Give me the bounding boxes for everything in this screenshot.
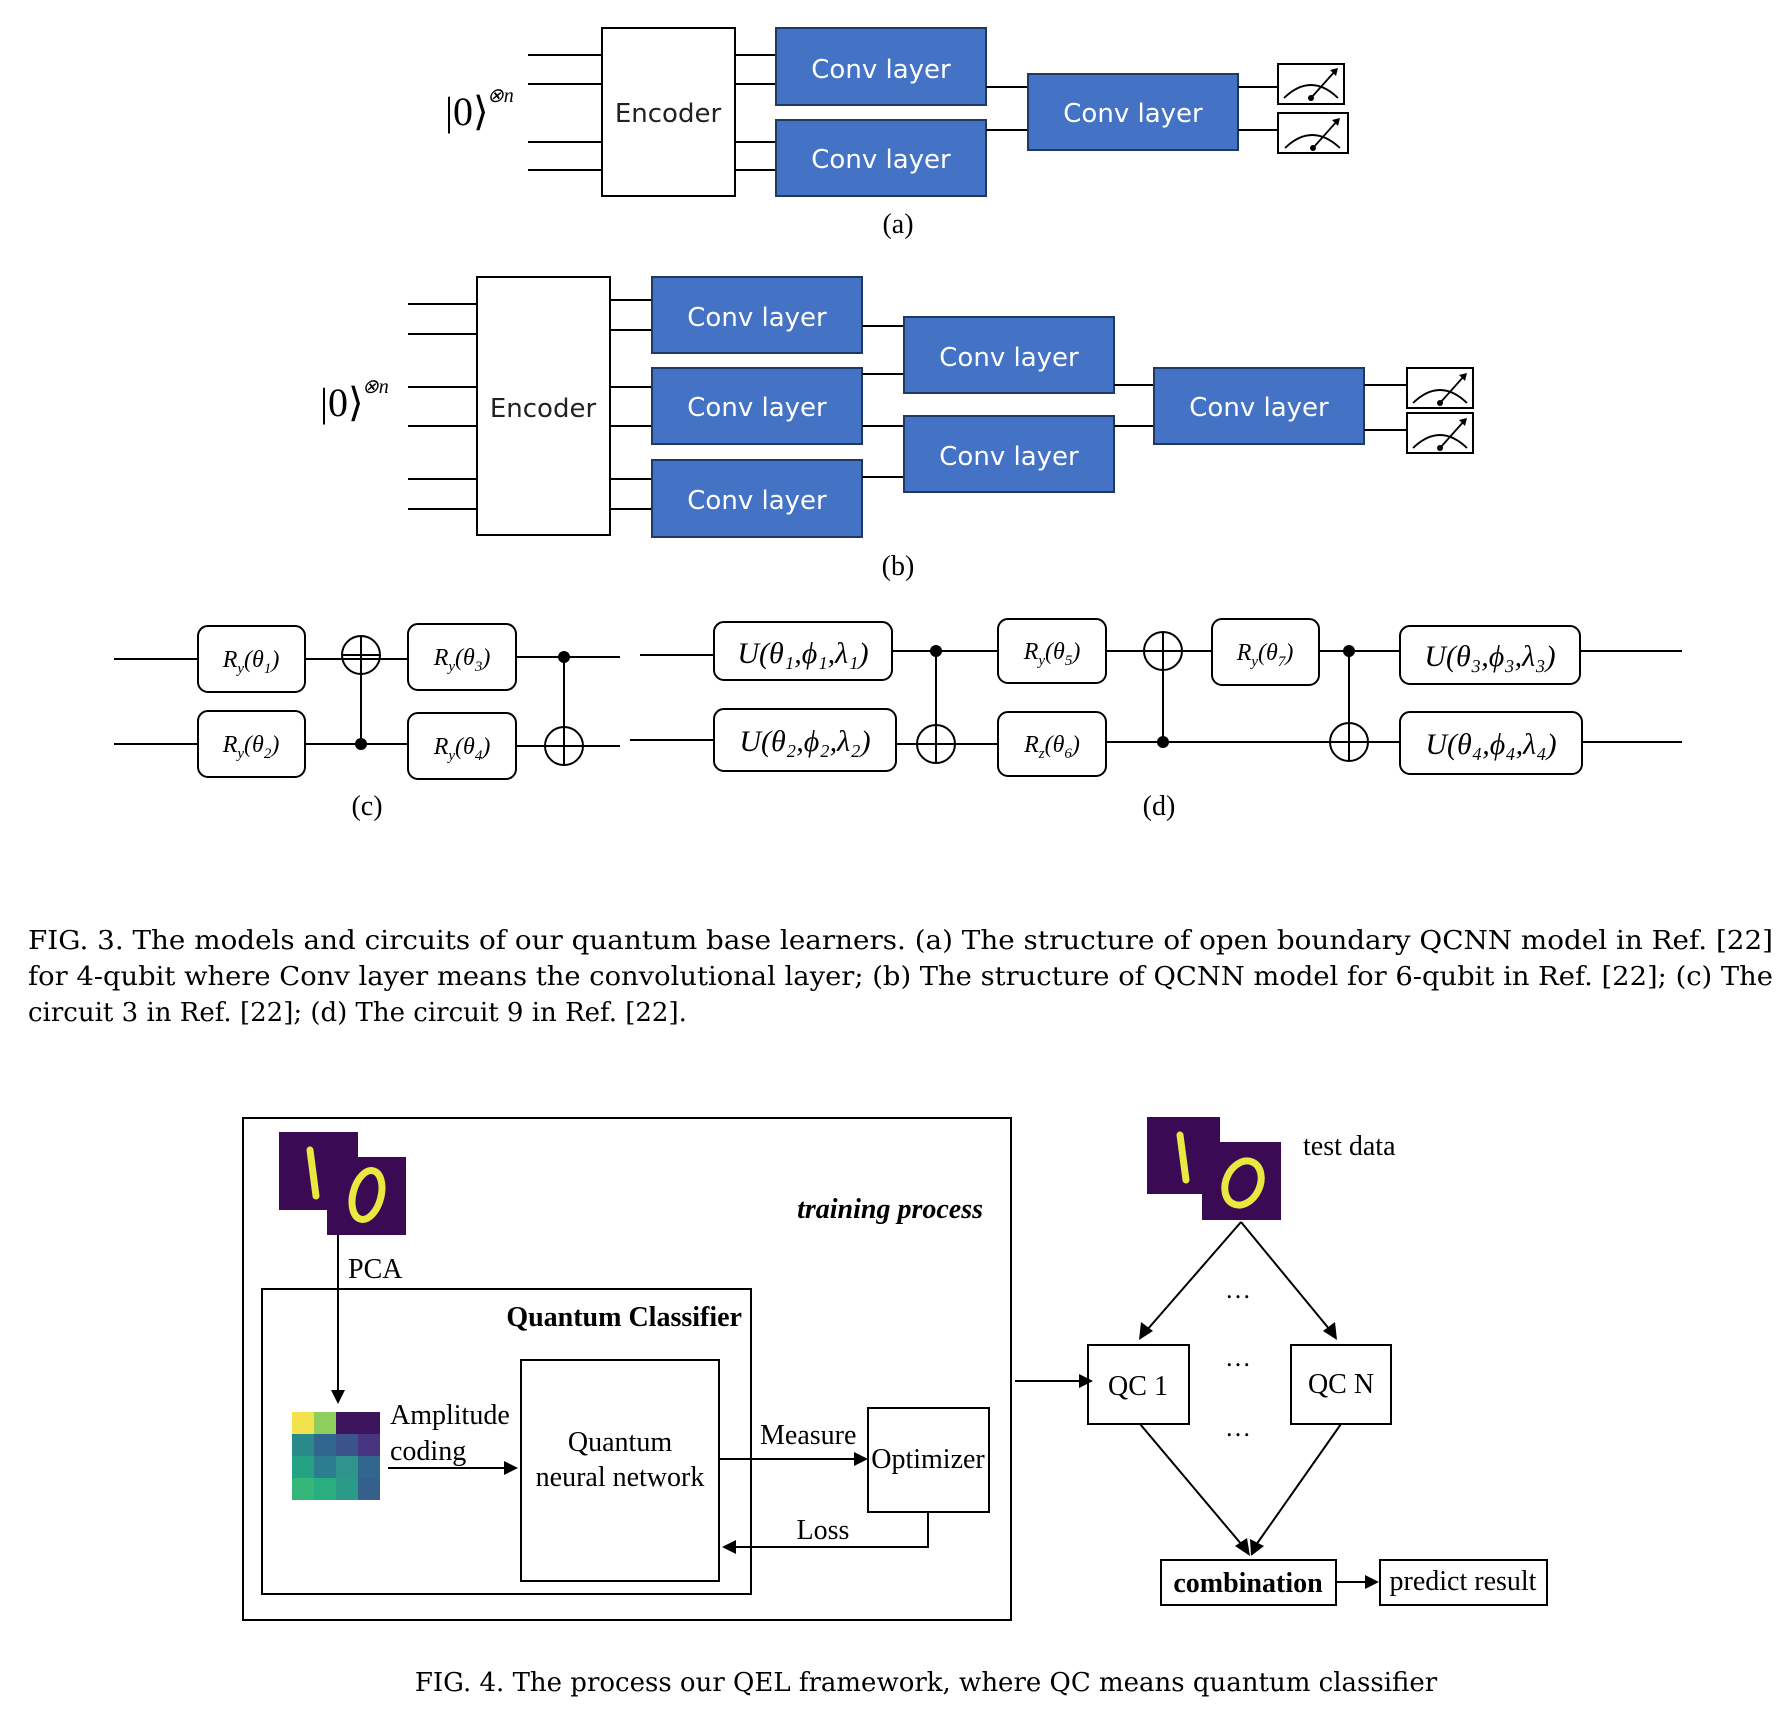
test-data-label: test data [1303,1131,1396,1162]
control-dot-icon [1157,736,1169,748]
dots-3: … [1225,1413,1251,1442]
qc1-box [1087,1344,1190,1425]
encoder-box-b [476,276,611,536]
subcaption-d: (d) [1143,791,1176,822]
gate-ry3-label: Ry(θ3) [433,645,491,675]
gate-u1-label: U(θ₁,ϕ₁,λ₁) [737,637,868,670]
gate-u3-label: U(θ₃,ϕ₃,λ₃) [1424,640,1555,673]
quantum-classifier-box [261,1288,752,1595]
conv-label-a2: Conv layer [811,145,951,175]
conv-label-a3: Conv layer [1063,99,1203,129]
measure-icon [1277,112,1349,154]
qnn-label-line1: Quantum [568,1427,672,1458]
predict-result-box [1379,1559,1548,1606]
conv-label-b3: Conv layer [687,486,827,516]
gate-ry4-label: Ry(θ4) [433,734,491,764]
gate-u4-label: U(θ₄,ϕ₄,λ₄) [1425,728,1556,761]
subcaption-a: (a) [882,209,913,240]
gate-ry5-label: Ry(θ5) [1023,639,1081,669]
encoder-box-a [601,27,736,197]
dots-1: … [1225,1275,1251,1304]
gate-ry2-label: Ry(θ2) [222,732,280,762]
conv-layer-a3 [1027,73,1239,151]
measure-icon [1277,63,1345,105]
fig3a-diagram: |0⟩ ⊗n Encoder Conv layer Conv layer Con… [445,27,1349,240]
fig3b-diagram: |0⟩ ⊗n Encoder Conv layer Conv layer Con… [320,276,1474,582]
quantum-classifier-label: Quantum Classifier [506,1302,742,1333]
measure-icon [1406,367,1474,409]
coding-label: coding [390,1436,466,1467]
gate-rz6-label: Rz(θ6) [1023,732,1080,762]
predict-result-label: predict result [1390,1566,1537,1597]
gate-u2 [713,708,897,772]
measure-icon [1406,412,1474,454]
gate-u3 [1399,625,1581,685]
encoder-label-b: Encoder [490,394,597,424]
combination-label: combination [1173,1568,1323,1599]
gate-u2-label: U(θ₂,ϕ₂,λ₂) [739,725,870,758]
fig3c-circuit: Ry(θ1) Ry(θ2) Ry(θ3) Ry(θ4) (c) [114,623,620,822]
dots-2: … [1225,1343,1251,1372]
conv-layer-b3 [651,459,863,538]
fig3-caption: FIG. 3. The models and circuits of our q… [28,926,1773,1028]
conv-layer-b5 [903,415,1115,493]
qnn-label-line2: neural network [536,1462,705,1493]
qc1-label: QC 1 [1108,1371,1168,1402]
tensor-n-b: ⊗n [362,376,389,398]
conv-label-b4: Conv layer [939,343,1079,373]
amplitude-grid-image [292,1412,380,1500]
fig3-caption-line2: for 4-qubit where Conv layer means the c… [28,962,1773,992]
ket-zero-a: |0⟩ [445,89,489,134]
conv-layer-b2 [651,367,863,445]
subcaption-c: (c) [351,791,382,822]
conv-label-b1: Conv layer [687,303,827,333]
gate-ry1-label: Ry(θ1) [222,647,280,677]
qcn-label: QC N [1308,1369,1374,1400]
fig4-caption: FIG. 4. The process our QEL framework, w… [415,1668,1438,1698]
pca-label: PCA [348,1254,403,1285]
conv-label-a1: Conv layer [811,55,951,85]
tensor-n-a: ⊗n [487,85,514,107]
ket-zero-b: |0⟩ [320,380,364,425]
digit-image-zero [327,1157,406,1235]
gate-rz6 [997,711,1107,777]
conv-layer-b6 [1153,367,1365,445]
training-process-label: training process [797,1194,983,1225]
gate-ry7-label: Ry(θ7) [1236,640,1294,670]
optimizer-label: Optimizer [871,1444,985,1475]
fig3d-circuit: U(θ₁,ϕ₁,λ₁) U(θ₂,ϕ₂,λ₂) Ry(θ5) Rz(θ6) Ry… [630,618,1682,822]
conv-label-b5: Conv layer [939,442,1079,472]
conv-label-b6: Conv layer [1189,393,1329,423]
fig3-caption-line3: circuit 3 in Ref. [22]; (d) The circuit … [28,998,687,1028]
control-dot-icon [355,738,367,750]
measure-label: Measure [760,1420,856,1451]
fig4-diagram: training process PCA Quantum Classifier [242,1117,1548,1621]
encoder-label-a: Encoder [615,99,722,129]
conv-layer-a2 [775,119,987,197]
qnn-box [520,1359,720,1582]
fig3-caption-line1: FIG. 3. The models and circuits of our q… [28,926,1773,956]
conv-layer-b1 [651,276,863,354]
conv-layer-a1 [775,27,987,106]
loss-label: Loss [797,1515,850,1546]
conv-label-b2: Conv layer [687,393,827,423]
conv-layer-b4 [903,316,1115,394]
training-process-box [242,1117,1012,1621]
test-digit-zero [1202,1142,1281,1220]
subcaption-b: (b) [882,551,915,582]
amplitude-label: Amplitude [390,1400,510,1431]
